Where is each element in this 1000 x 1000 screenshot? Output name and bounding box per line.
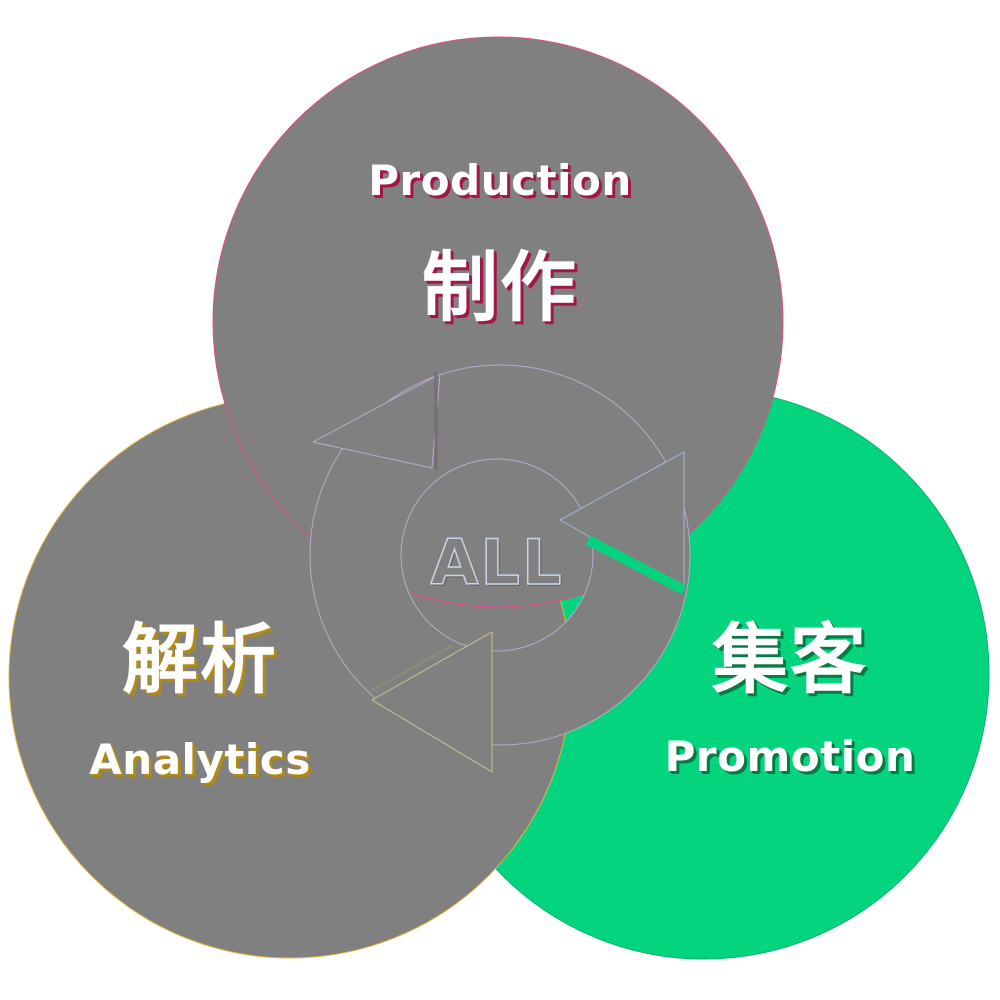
hub-gap-right — [585, 535, 687, 595]
promotion-label-jp: 集客 — [712, 615, 868, 704]
cycle-arrows-icon — [309, 364, 691, 773]
production-label-jp: 制作 — [422, 243, 578, 332]
center-label: ALL — [430, 526, 564, 599]
production-label-en: Production — [368, 156, 632, 205]
analytics-label-en: Analytics — [89, 735, 311, 784]
hub-arrowhead-bottom — [371, 631, 493, 773]
analytics-label-jp: 解析 — [122, 615, 278, 704]
hub-gap-bottom — [371, 644, 453, 692]
promotion-label-en: Promotion — [664, 732, 916, 781]
